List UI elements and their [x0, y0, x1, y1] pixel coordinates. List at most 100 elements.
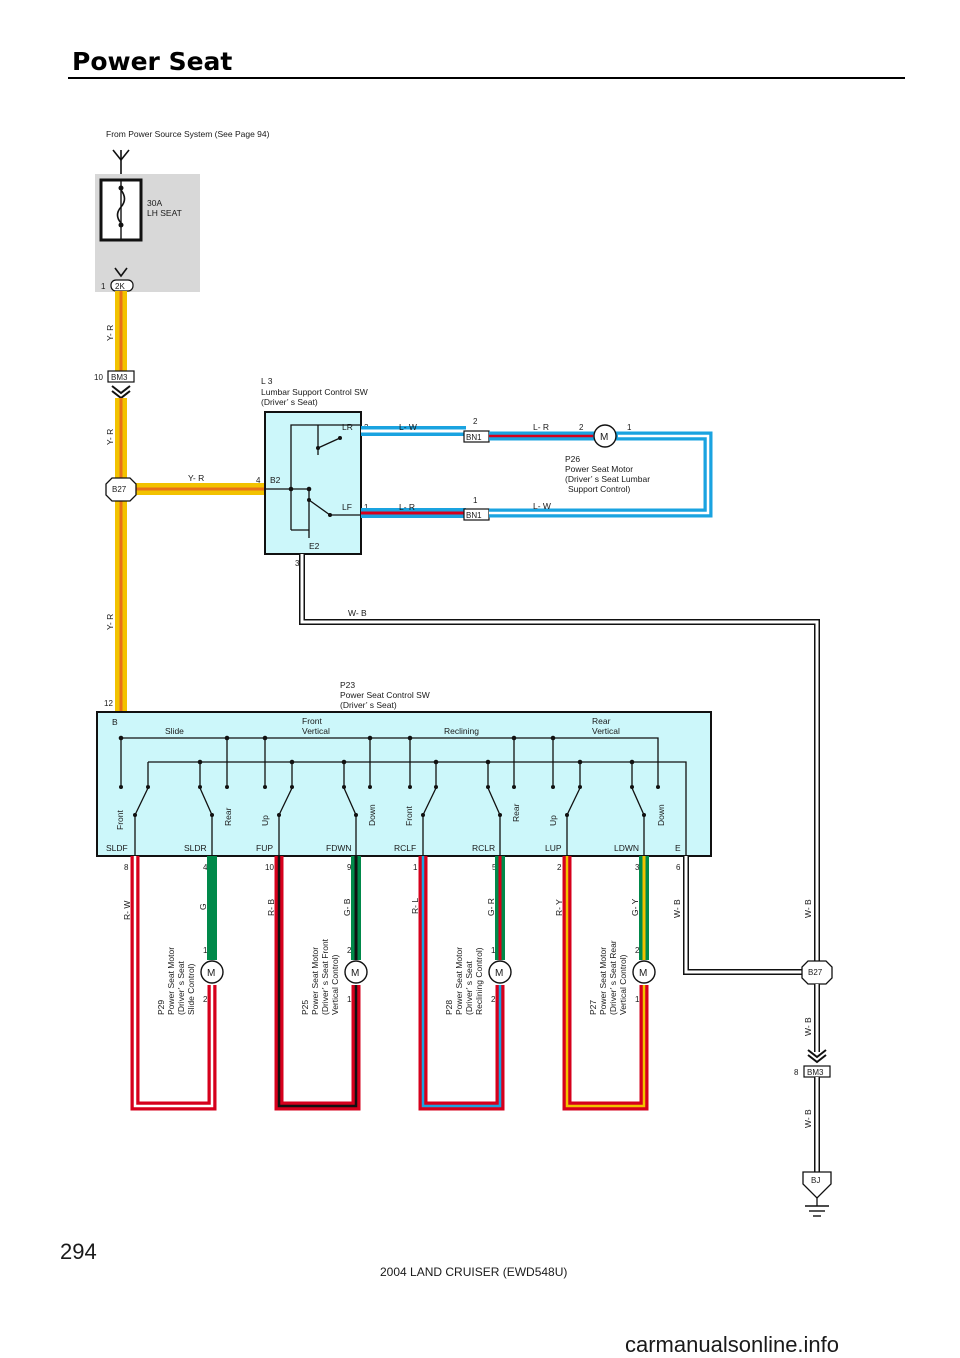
fuse-name: LH SEAT	[147, 208, 182, 218]
svg-text:(Driver’ s Seat Lumbar: (Driver’ s Seat Lumbar	[565, 474, 650, 484]
svg-text:1: 1	[635, 995, 640, 1004]
motor-p25: M	[344, 960, 368, 984]
svg-text:RCLF: RCLF	[394, 843, 416, 853]
svg-text:G- Y: G- Y	[630, 898, 640, 916]
control-switch-internals	[120, 737, 687, 856]
ground-point-bj	[802, 1171, 832, 1199]
svg-text:Rear: Rear	[511, 803, 521, 822]
svg-text:Vertical Control): Vertical Control)	[618, 954, 628, 1015]
svg-text:1: 1	[364, 503, 369, 512]
svg-text:(Driver’ s Seat: (Driver’ s Seat	[464, 961, 474, 1015]
svg-text:R- B: R- B	[266, 899, 276, 916]
splice-b27-bottom	[801, 960, 833, 985]
svg-text:BN1: BN1	[466, 511, 482, 520]
svg-text:LF: LF	[342, 502, 352, 512]
svg-text:LDWN: LDWN	[614, 843, 639, 853]
svg-text:5: 5	[492, 863, 497, 872]
page-number: 294	[60, 1239, 97, 1264]
lumbar-switch-box	[264, 411, 362, 555]
svg-text:Vertical: Vertical	[302, 726, 330, 736]
motor-p28: M	[488, 960, 512, 984]
footer-model: 2004 LAND CRUISER (EWD548U)	[380, 1265, 567, 1279]
svg-text:2: 2	[491, 995, 496, 1004]
svg-text:4: 4	[256, 476, 261, 485]
svg-text:LUP: LUP	[545, 843, 562, 853]
svg-text:L- W: L- W	[399, 422, 417, 432]
svg-text:BJ: BJ	[811, 1176, 820, 1185]
svg-text:12: 12	[104, 699, 113, 708]
svg-text:Reclining: Reclining	[444, 726, 479, 736]
svg-text:2: 2	[347, 946, 352, 955]
svg-text:Rear: Rear	[592, 716, 611, 726]
motor-p26	[593, 424, 617, 448]
watermark: carmanualsonline.info	[625, 1332, 839, 1357]
svg-text:Vertical Control): Vertical Control)	[330, 954, 340, 1015]
svg-text:1: 1	[203, 946, 208, 955]
svg-text:BM3: BM3	[111, 373, 128, 382]
wire-g-slide	[207, 856, 217, 960]
bm3-bottom-chevron-icon	[807, 1049, 827, 1064]
svg-text:Power Seat Motor: Power Seat Motor	[454, 947, 464, 1015]
svg-text:P27: P27	[588, 1000, 598, 1015]
svg-text:Y- R: Y- R	[188, 473, 204, 483]
svg-text:2K: 2K	[115, 282, 125, 291]
svg-text:(Driver’ s Seat Rear: (Driver’ s Seat Rear	[608, 940, 618, 1015]
svg-text:E2: E2	[309, 541, 320, 551]
svg-text:SLDR: SLDR	[184, 843, 207, 853]
svg-text:2: 2	[473, 417, 478, 426]
ground-icon	[805, 1205, 829, 1217]
svg-text:W- B: W- B	[672, 899, 682, 918]
svg-text:P28: P28	[444, 1000, 454, 1015]
svg-text:M: M	[600, 432, 608, 443]
svg-text:B: B	[112, 717, 118, 727]
bm3-chevron-icon	[111, 385, 131, 400]
svg-text:1: 1	[347, 995, 352, 1004]
svg-text:3: 3	[295, 559, 300, 568]
svg-text:Rear: Rear	[223, 807, 233, 826]
svg-text:Front: Front	[404, 806, 414, 826]
svg-text:10: 10	[265, 863, 274, 872]
svg-text:M: M	[351, 968, 359, 979]
page-title: Power Seat	[72, 47, 232, 76]
svg-text:6: 6	[676, 863, 681, 872]
connector-bm3-top	[107, 370, 135, 383]
svg-text:LR: LR	[342, 422, 353, 432]
svg-text:G- R: G- R	[486, 898, 496, 916]
wire-w-b-ground-2	[683, 856, 805, 975]
svg-text:G: G	[198, 903, 208, 910]
motor-p29-label: P29 Power Seat Motor (Driver’ s Seat Sli…	[156, 947, 196, 1015]
svg-text:R- W: R- W	[122, 901, 132, 920]
svg-text:Down: Down	[656, 804, 666, 826]
svg-text:2: 2	[203, 995, 208, 1004]
motor-p29: M	[200, 960, 224, 984]
svg-text:FDWN: FDWN	[326, 843, 352, 853]
svg-text:BM3: BM3	[807, 1068, 824, 1077]
svg-text:Down: Down	[367, 804, 377, 826]
svg-text:Front: Front	[302, 716, 322, 726]
svg-text:P25: P25	[300, 1000, 310, 1015]
svg-text:R- L: R- L	[410, 898, 420, 914]
svg-text:Vertical: Vertical	[592, 726, 620, 736]
source-arrow-icon	[112, 149, 130, 162]
svg-text:Power Seat Motor: Power Seat Motor	[310, 947, 320, 1015]
svg-text:4: 4	[203, 863, 208, 872]
motor-p25-label: P25 Power Seat Motor (Driver’ s Seat Fro…	[300, 938, 340, 1015]
svg-text:Front: Front	[115, 810, 125, 830]
svg-text:1: 1	[473, 496, 478, 505]
svg-text:Up: Up	[548, 815, 558, 826]
svg-text:Power Seat Motor: Power Seat Motor	[166, 947, 176, 1015]
svg-text:1: 1	[627, 423, 632, 432]
svg-text:(Driver’ s Seat): (Driver’ s Seat)	[340, 700, 397, 710]
svg-text:FUP: FUP	[256, 843, 273, 853]
svg-text:(Driver’ s Seat: (Driver’ s Seat	[176, 961, 186, 1015]
svg-text:2: 2	[579, 423, 584, 432]
svg-text:2: 2	[635, 946, 640, 955]
svg-text:SLDF: SLDF	[106, 843, 128, 853]
svg-text:R- Y: R- Y	[554, 899, 564, 916]
svg-text:Reclining Control): Reclining Control)	[474, 947, 484, 1015]
motor-p28-label: P28 Power Seat Motor (Driver’ s Seat Rec…	[444, 947, 484, 1015]
control-switch-name: Power Seat Control SW	[340, 690, 430, 700]
svg-text:Power Seat Motor: Power Seat Motor	[565, 464, 633, 474]
lumbar-switch-name: Lumbar Support Control SW	[261, 387, 368, 397]
